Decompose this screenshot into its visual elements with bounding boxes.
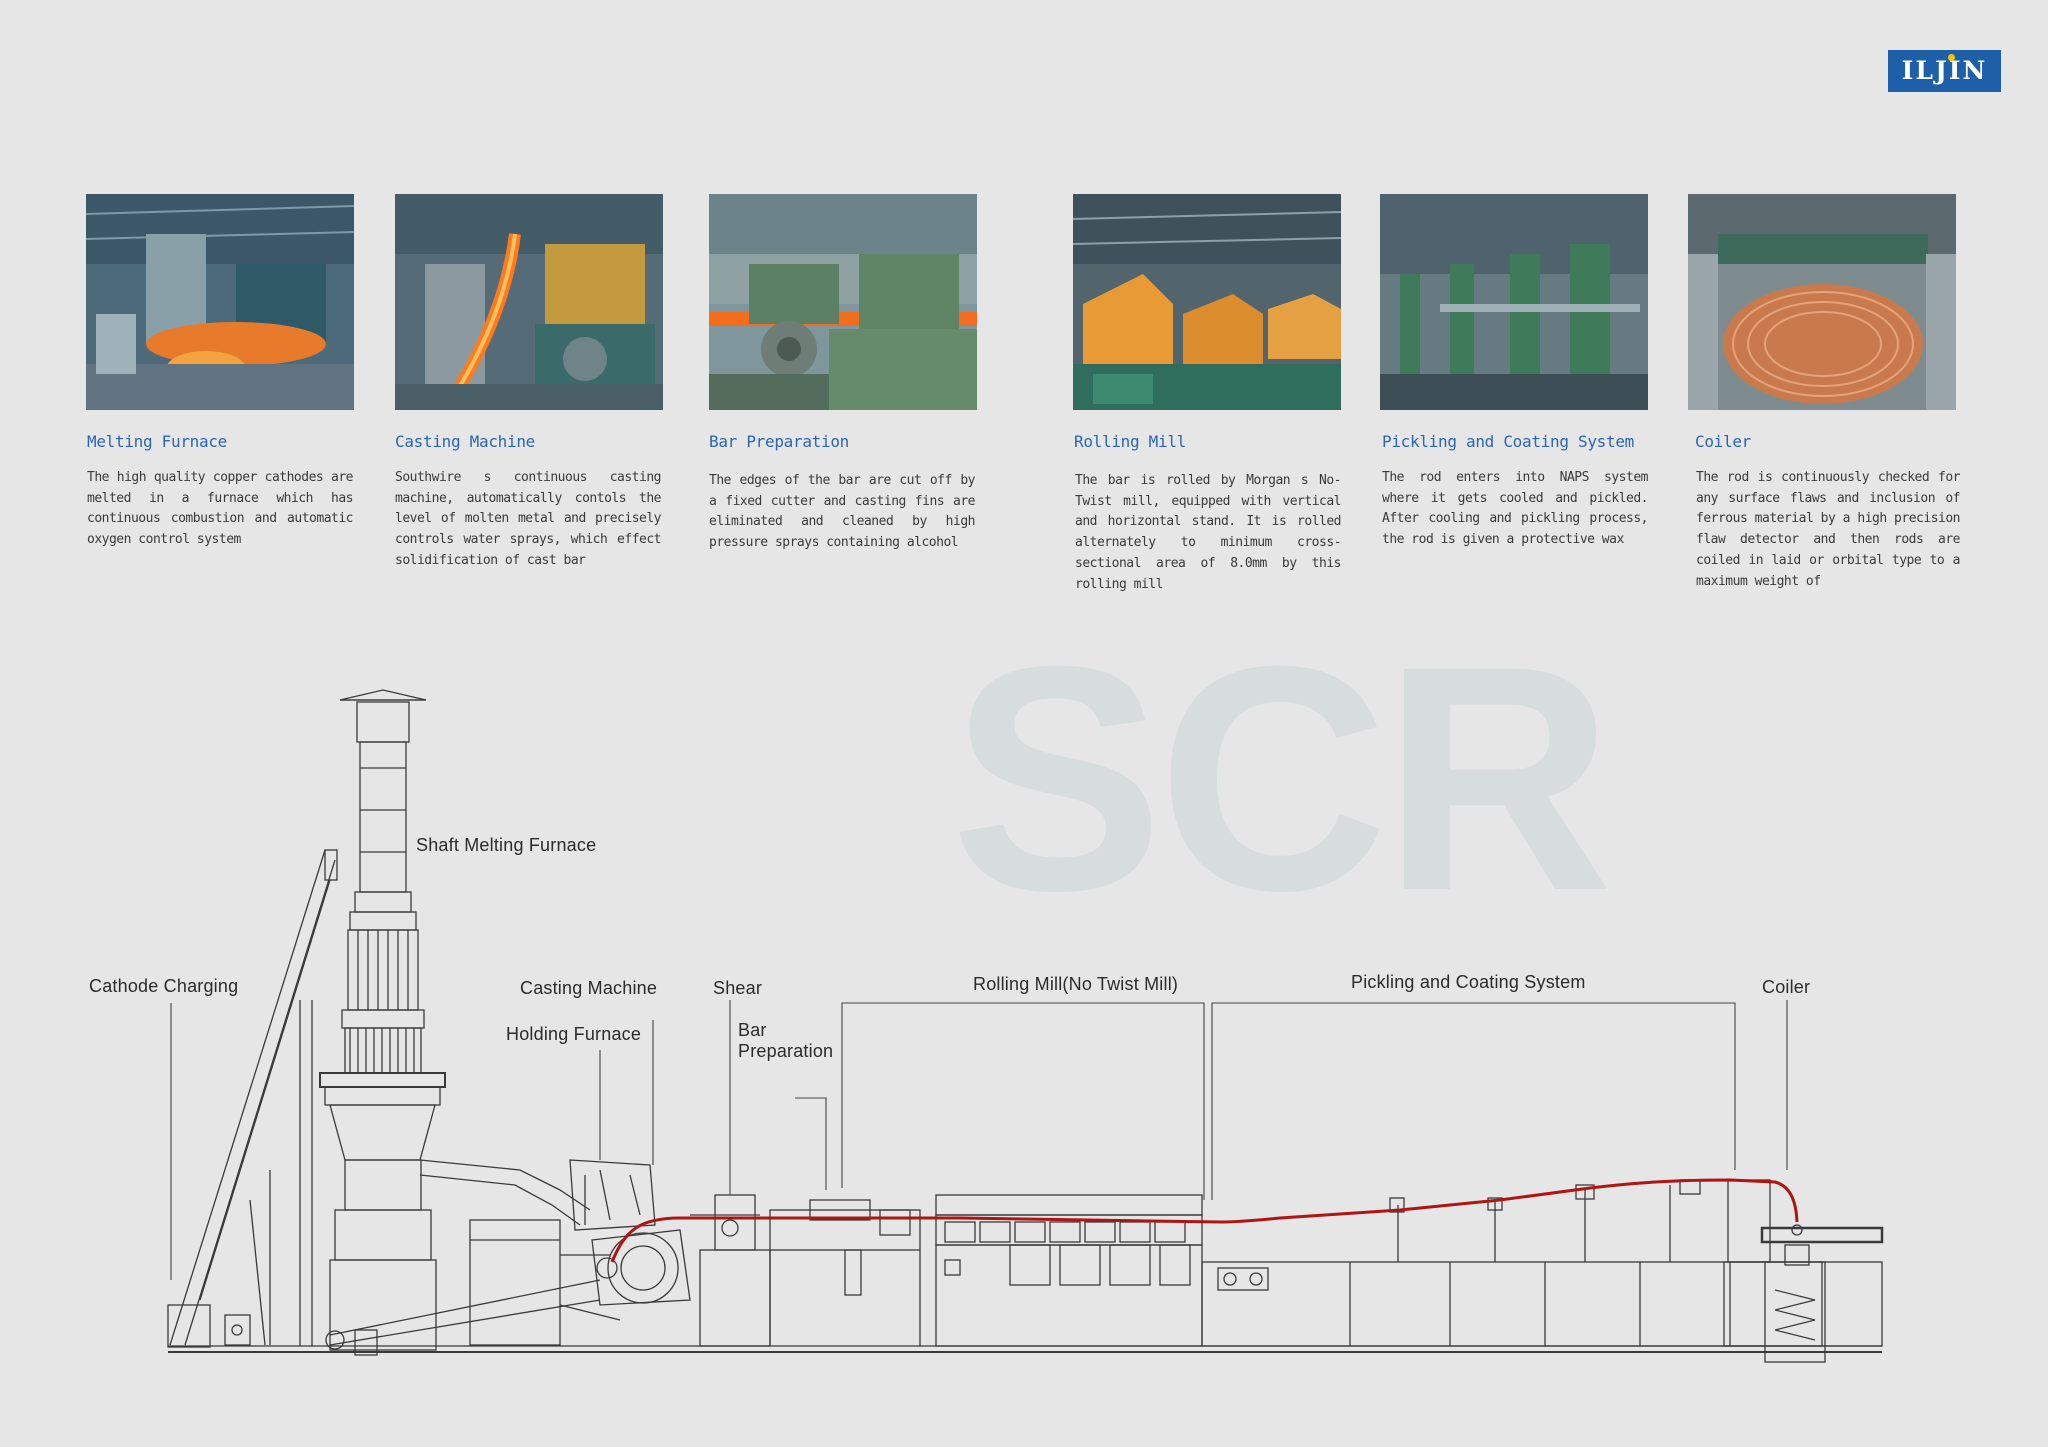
bar-preparation (769, 1199, 921, 1346)
label-bar-preparation-line2: Preparation (738, 1041, 834, 1061)
label-holding-furnace: Holding Furnace (506, 1024, 642, 1044)
rolling-mill-photo (1073, 194, 1341, 410)
shaft-furnace-stack (299, 689, 446, 1351)
casting-machine-photo (395, 194, 663, 410)
step-desc-bar-preparation: The edges of the bar are cut off by a fi… (709, 473, 976, 551)
bar-preparation-photo (709, 194, 977, 410)
melting-furnace-photo (86, 194, 354, 410)
label-rolling-mill: Rolling Mill(No Twist Mill) (973, 974, 1179, 994)
shear (690, 1194, 771, 1347)
step-title-melting-furnace: Melting Furnace (87, 432, 227, 451)
label-bar-preparation-line1: Bar (738, 1020, 767, 1040)
step-title-rolling-mill: Rolling Mill (1074, 432, 1186, 451)
label-cathode-charging: Cathode Charging (89, 976, 239, 996)
step-desc-rolling-mill: The bar is rolled by Morgan s No-Twist m… (1075, 473, 1342, 592)
rolling-mill (935, 1194, 1203, 1347)
iljin-logo: ILJIN (1888, 50, 2001, 92)
scr-watermark: SCR (950, 599, 1614, 957)
label-shaft-melting-furnace: Shaft Melting Furnace (416, 835, 597, 855)
step-desc-coiler: The rod is continuously checked for any … (1696, 470, 1961, 589)
pickling-line (1201, 1179, 1823, 1347)
cathode-charging-conveyor (167, 849, 338, 1348)
label-coiler: Coiler (1762, 977, 1811, 997)
casting-wheel (325, 1229, 691, 1356)
label-pickling-coating: Pickling and Coating System (1351, 972, 1586, 992)
label-shear: Shear (713, 978, 763, 998)
coiler (1723, 1179, 1884, 1363)
label-casting-machine: Casting Machine (520, 978, 658, 998)
step-desc-casting-machine: Southwire s continuous casting machine, … (395, 470, 662, 568)
pickling-coating-photo (1380, 194, 1648, 410)
coiler-photo (1688, 194, 1956, 410)
step-title-bar-preparation: Bar Preparation (709, 432, 849, 451)
step-title-coiler: Coiler (1695, 432, 1751, 451)
copper-rod-path (610, 1178, 1799, 1263)
step-desc-pickling-coating: The rod enters into NAPS system where it… (1382, 470, 1649, 548)
step-title-pickling-coating: Pickling and Coating System (1382, 432, 1634, 451)
step-title-casting-machine: Casting Machine (395, 432, 535, 451)
leader-lines (170, 1000, 1788, 1280)
holding-furnace (419, 1159, 656, 1346)
step-desc-melting-furnace: The high quality copper cathodes are mel… (87, 470, 354, 548)
logo-text: ILJIN (1901, 56, 1988, 85)
logo-dot (1948, 54, 1955, 61)
